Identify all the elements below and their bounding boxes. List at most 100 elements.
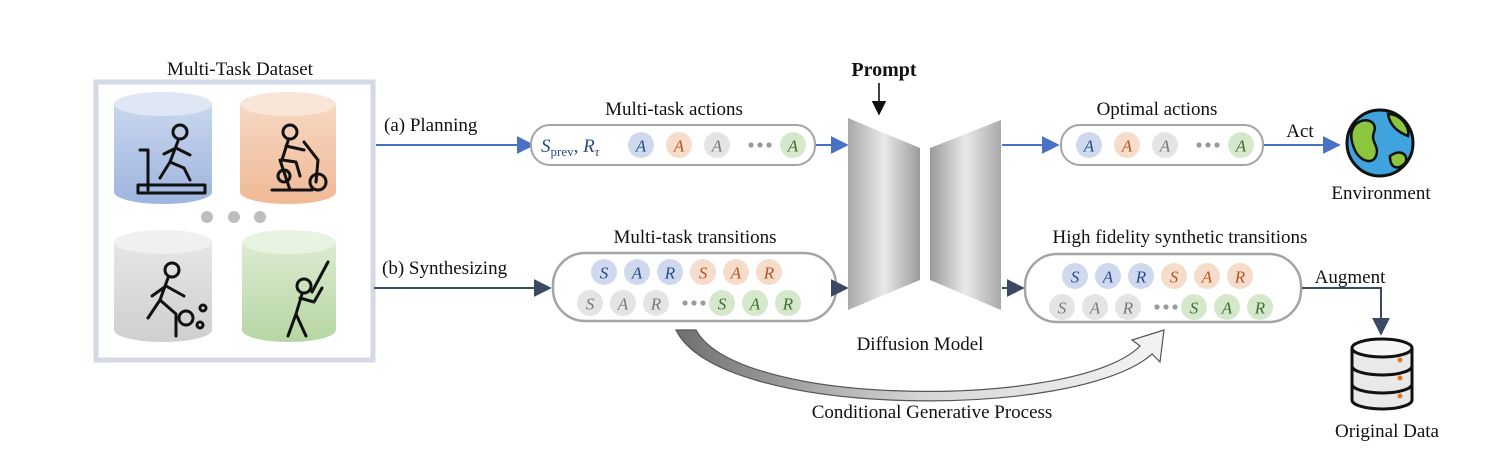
token-orange-a: A [1194,263,1220,289]
token-label: A [635,137,647,156]
synthesizing-box-title: Multi-task transitions [613,227,776,248]
ellipsis-dots [1196,142,1220,148]
augment-arrow [1302,287,1390,336]
diffusion-decoder-block [930,120,1001,310]
synthetic-box-title: High fidelity synthetic transitions [1053,227,1308,248]
token-gray-a: A [610,290,636,316]
token-label: S [1190,299,1199,318]
token-blue-s: S [591,259,617,285]
ellipsis-dots [1154,304,1178,310]
diffusion-encoder-block [848,118,920,310]
token-green-a: A [780,132,806,158]
token-green-s: S [709,290,735,316]
token-label: A [631,264,643,283]
token-green-a: A [1228,132,1254,158]
token-label: R [763,264,775,283]
token-orange-s: S [690,259,716,285]
token-green-r: R [1247,294,1273,320]
token-gray-r: R [643,290,669,316]
conditional-process-arrow [675,329,1165,402]
token-label: A [1083,137,1095,156]
task-cylinder-green [242,230,336,342]
token-label: R [1254,299,1266,318]
token-label: S [1058,299,1067,318]
environment-globe-icon [1345,108,1415,178]
token-label: R [1122,299,1134,318]
token-label: A [1089,299,1101,318]
token-blue-a: A [1095,263,1121,289]
optimal-box-title: Optimal actions [1097,99,1218,120]
token-orange-r: R [1227,263,1253,289]
token-label: R [1234,268,1246,287]
token-label: A [730,264,742,283]
token-label: A [787,137,799,156]
planning-prefix: Sprev, Rτ [541,136,601,159]
token-orange-a: A [723,259,749,285]
token-label: R [782,295,794,314]
task-cylinder-orange [240,92,336,204]
token-label: S [699,264,708,283]
token-gray-r: R [1115,294,1141,320]
token-gray-a: A [1152,132,1178,158]
dataset-title: Multi-Task Dataset [167,59,314,80]
dataset-frame [93,79,376,363]
planning-box-title: Multi-task actions [605,99,743,120]
token-label: S [586,295,595,314]
token-green-s: S [1181,294,1207,320]
planning-label: (a) Planning [384,115,478,136]
token-label: R [664,264,676,283]
token-blue-s: S [1062,263,1088,289]
token-blue-a: A [624,259,650,285]
ellipsis-dots [748,142,772,148]
exercise-bike-rider-icon [270,123,328,192]
more-tasks-dots [201,211,266,223]
token-green-r: R [775,290,801,316]
token-label: R [650,295,662,314]
ellipsis-dots [682,300,706,306]
token-gray-a: A [704,132,730,158]
token-green-a: A [742,290,768,316]
token-gray-s: S [1049,294,1075,320]
token-orange-a: A [1114,132,1140,158]
token-label: S [1170,268,1179,287]
token-label: A [1235,137,1247,156]
token-gray-s: S [577,290,603,316]
token-label: A [617,295,629,314]
database-icon [1350,337,1414,411]
token-label: A [1102,268,1114,287]
task-cylinder-blue [114,92,212,204]
token-label: S [600,264,609,283]
treadmill-runner-icon [136,123,207,195]
token-blue-r: R [1128,263,1154,289]
augment-label: Augment [1315,267,1386,288]
token-orange-s: S [1161,263,1187,289]
soccer-player-icon [146,261,208,338]
token-label: A [1201,268,1213,287]
token-label: A [1159,137,1171,156]
task-cylinder-gray [114,230,212,342]
token-orange-a: A [666,132,692,158]
act-label: Act [1286,121,1314,142]
prompt-label: Prompt [851,59,917,81]
conditional-process-label: Conditional Generative Process [812,402,1053,423]
token-label: A [711,137,723,156]
token-label: S [1071,268,1080,287]
token-label: A [673,137,685,156]
prefix-state: Sprev, Rτ [541,136,601,159]
environment-label: Environment [1331,183,1431,204]
diffusion-model-label: Diffusion Model [857,334,984,355]
original-data-label: Original Data [1335,421,1440,442]
token-label: R [1135,268,1147,287]
token-blue-a: A [1076,132,1102,158]
token-gray-a: A [1082,294,1108,320]
token-label: A [1221,299,1233,318]
synthesizing-label: (b) Synthesizing [382,258,508,279]
token-label: A [749,295,761,314]
token-blue-a: A [628,132,654,158]
baseball-batter-icon [286,260,330,338]
